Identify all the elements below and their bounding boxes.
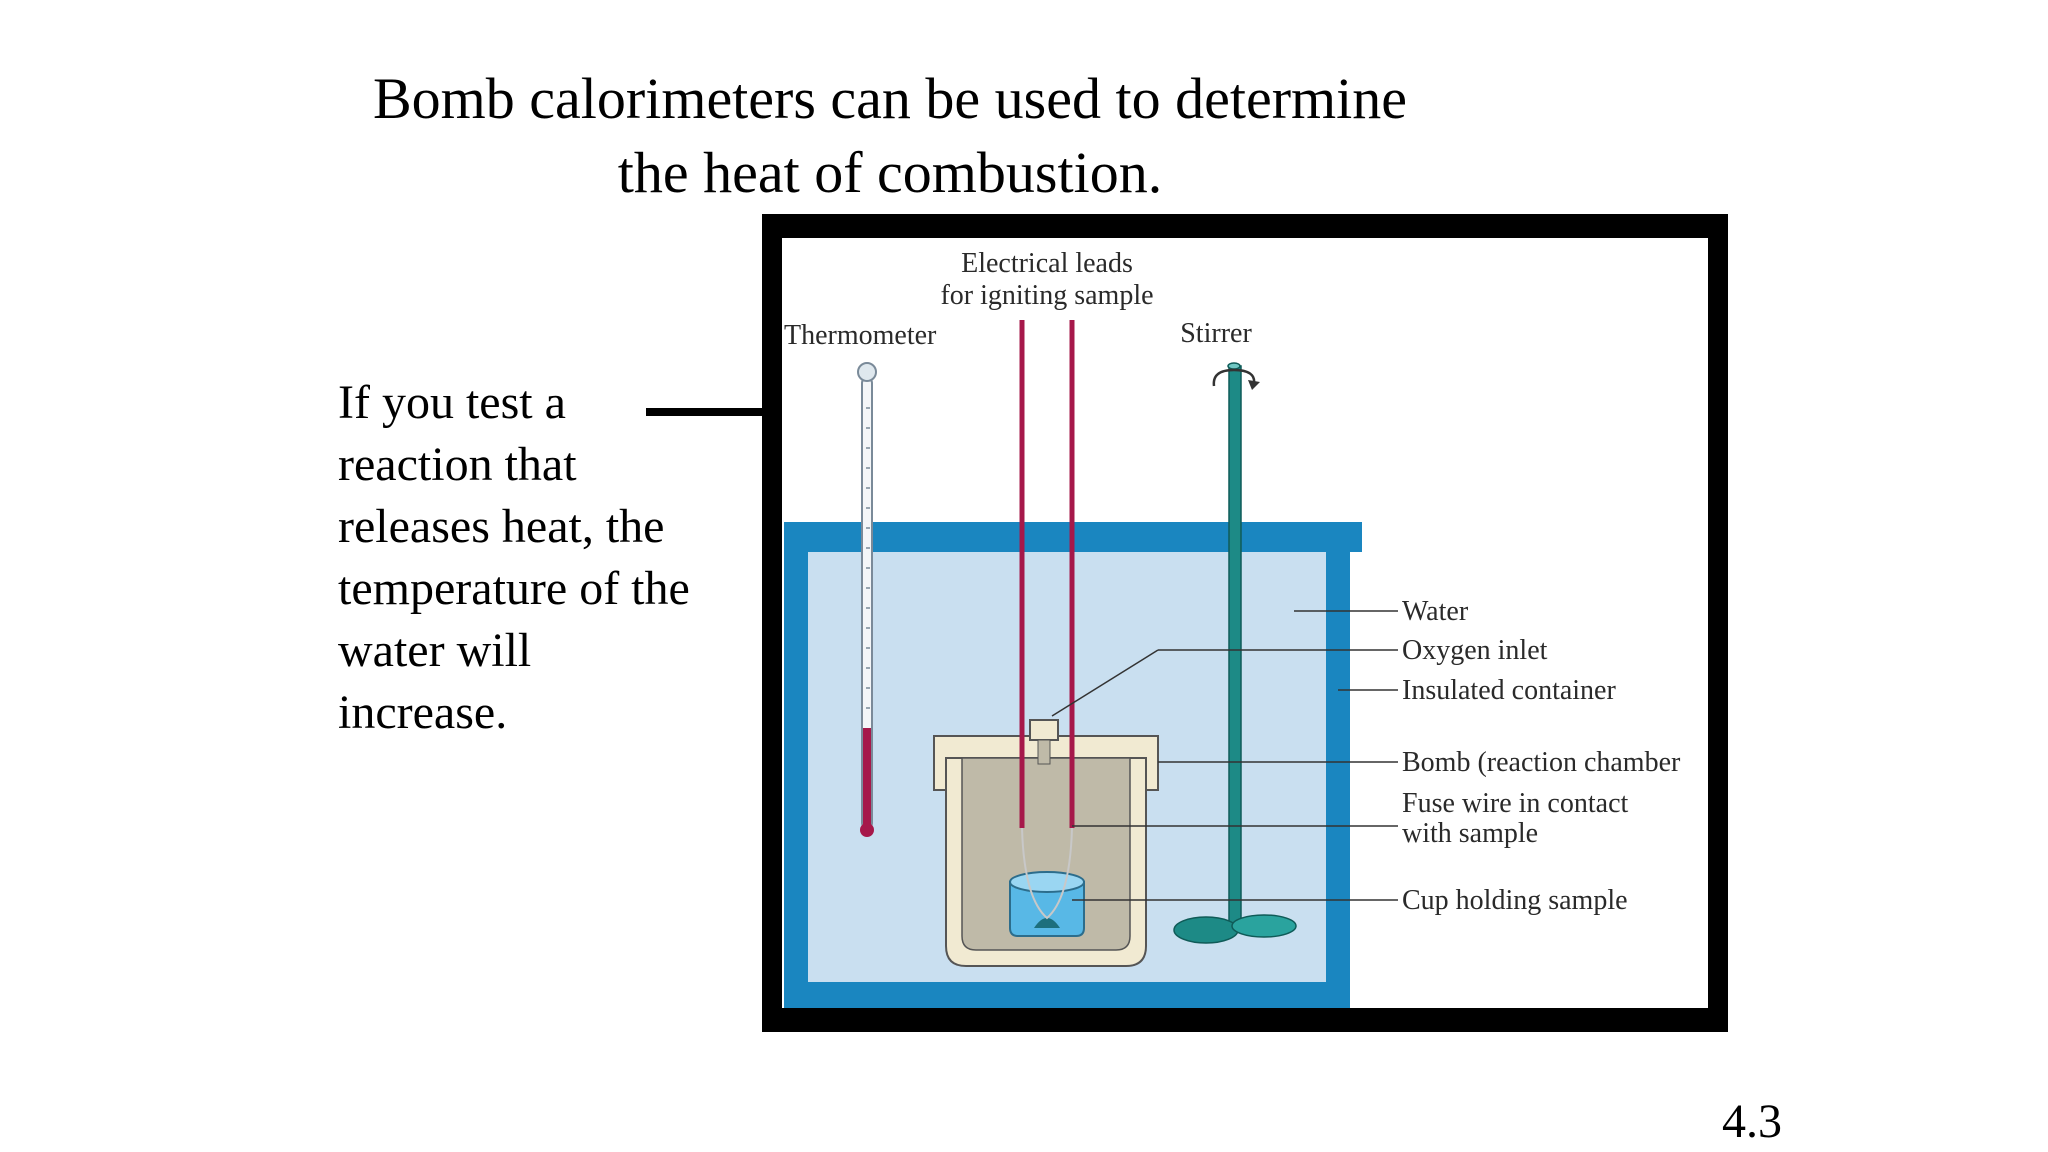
label-insulated-container: Insulated container [1402,675,1616,706]
side-note-line-4: temperature of the [338,562,690,615]
electrical-leads [1019,320,1075,920]
label-electrical-leads-2: for igniting sample [940,280,1153,311]
side-note-line-2: reaction that [338,438,577,491]
sample-cup-icon [1009,871,1085,937]
slide-number: 4.3 [1722,1095,1782,1148]
label-fuse-wire-2: with sample [1402,818,1538,849]
side-note-line-6: increase. [338,686,508,739]
title-line-1: Bomb calorimeters can be used to determi… [373,66,1407,131]
thermometer-scale [866,407,870,709]
water-top [808,552,1326,576]
side-note-line-3: releases heat, the [338,500,665,553]
slide-title: Bomb calorimeters can be used to determi… [0,62,1780,210]
bomb-icon [933,719,1159,967]
thermometer-icon [857,362,877,837]
calorimeter-diagram: Electrical leads for igniting sample The… [782,238,1708,1008]
side-note-line-1: If you test a [338,376,566,429]
label-fuse-wire-1: Fuse wire in contact [1402,788,1628,819]
label-bomb: Bomb (reaction chamber [1402,747,1681,778]
label-water: Water [1402,596,1469,627]
label-oxygen-inlet: Oxygen inlet [1402,635,1548,666]
side-note-line-5: water will [338,624,532,677]
calorimeter-diagram-frame: Electrical leads for igniting sample The… [762,214,1728,1032]
label-stirrer: Stirrer [1180,318,1252,349]
stirrer-icon [1173,362,1297,944]
label-cup: Cup holding sample [1402,885,1628,916]
leader-lines [1051,610,1398,901]
label-thermometer: Thermometer [784,320,937,351]
label-electrical-leads-1: Electrical leads [961,248,1133,279]
title-line-2: the heat of combustion. [617,140,1163,205]
side-note: If you test a reaction that releases hea… [338,372,768,744]
